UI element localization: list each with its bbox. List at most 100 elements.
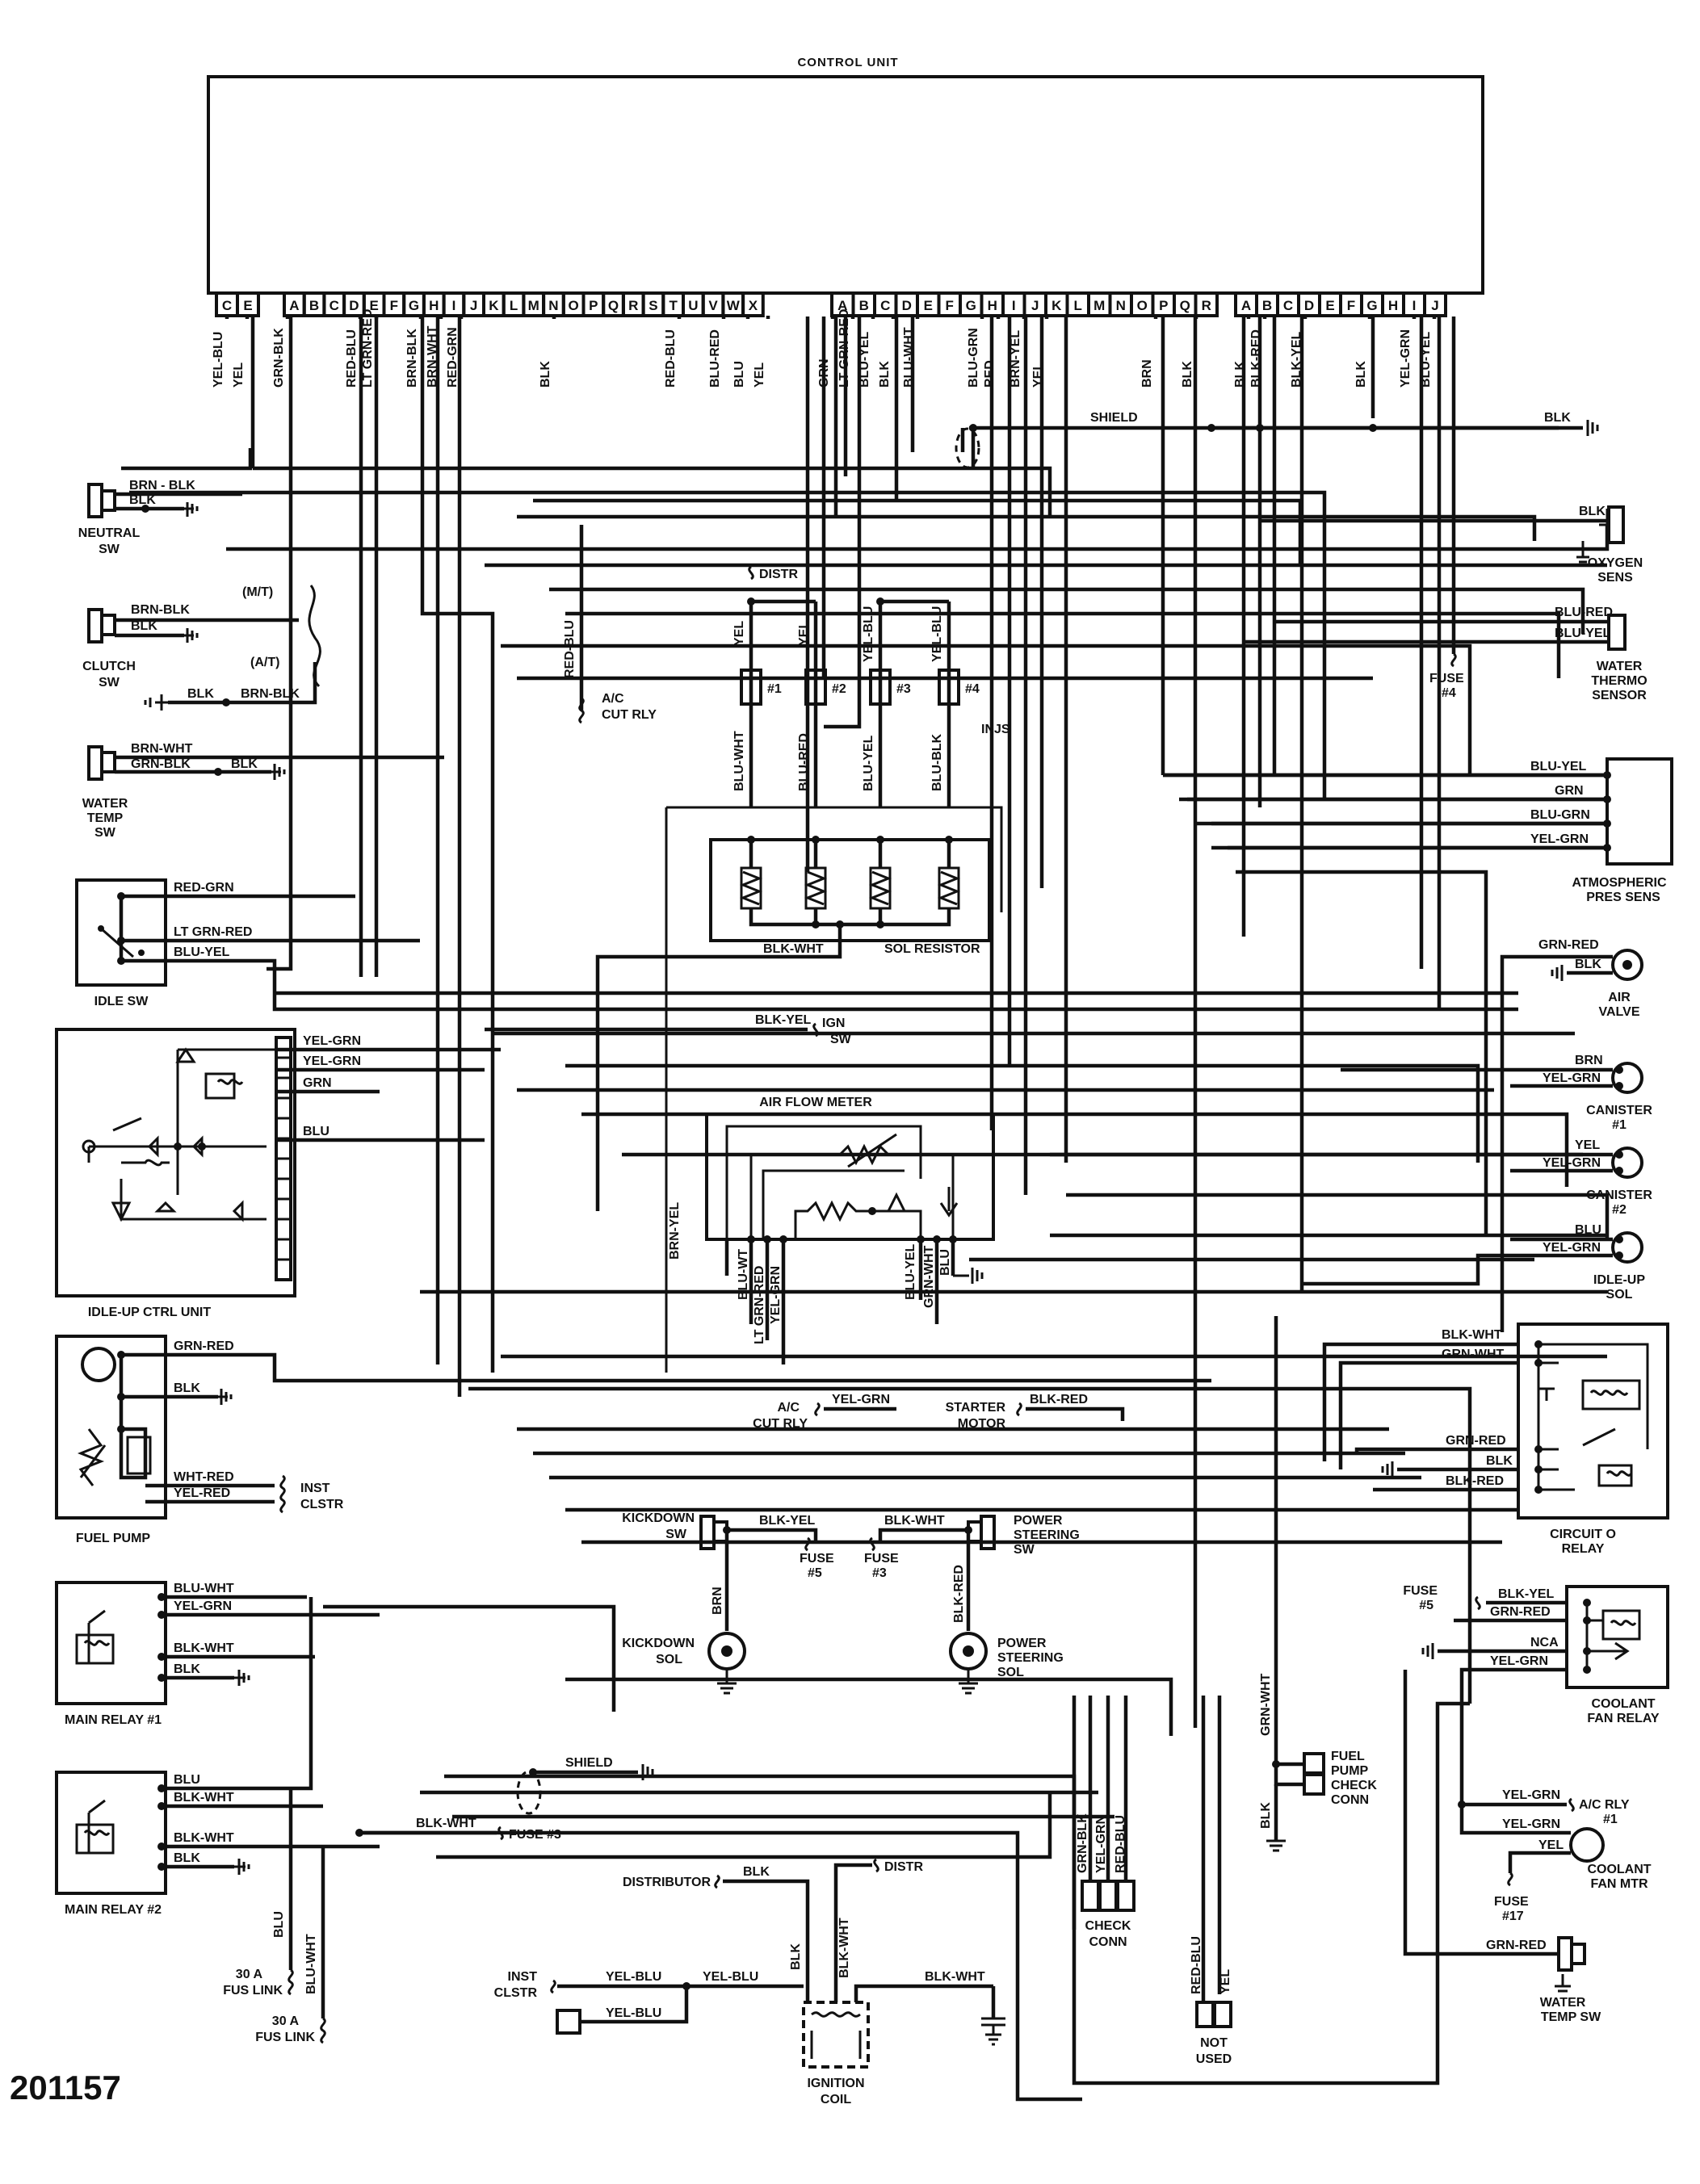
cu-wire-label: YEL	[753, 363, 766, 388]
svg-text:CHECK: CHECK	[1331, 1779, 1377, 1792]
iuc-wire-3: GRN	[303, 1076, 332, 1090]
svg-text:KICKDOWN: KICKDOWN	[622, 1637, 695, 1650]
iuc-wire-1: YEL-GRN	[303, 1034, 361, 1048]
afm-wire-4: YEL-GRN	[769, 1266, 783, 1324]
cfr-wire-4: YEL-GRN	[1490, 1654, 1548, 1668]
svg-text:STEERING: STEERING	[1014, 1528, 1080, 1542]
not-used-connector: RED-BLU YEL NOT USED	[1190, 1936, 1232, 2066]
wts-wire-2: BLU-YEL	[1555, 627, 1611, 640]
svg-text:CANISTER: CANISTER	[1586, 1188, 1652, 1202]
wtemp-wire-1: BRN-WHT	[131, 742, 193, 756]
cu1-pin-label: T	[669, 298, 678, 313]
fp-wire-4: YEL-RED	[174, 1486, 230, 1500]
svg-text:CUT RLY: CUT RLY	[753, 1417, 808, 1431]
cu1-pin-label: C	[222, 298, 232, 313]
cu2-pin-label: Q	[1180, 298, 1190, 313]
inj-name-4: #4	[965, 682, 980, 696]
cu2-pin-label: L	[1074, 298, 1082, 313]
inst-wire-2: YEL-BLU	[703, 1970, 758, 1984]
ignition-coil: BLK BLK-WHT BLK-WHT IGNITION COIL	[789, 1918, 1005, 2106]
svg-text:CLUTCH: CLUTCH	[82, 660, 136, 673]
inj-top-3: YEL-BLU	[862, 606, 875, 662]
svg-text:FUSE: FUSE	[864, 1552, 899, 1566]
idle-switch: RED-GRN LT GRN-RED BLU-YEL IDLE SW	[75, 878, 1518, 1012]
cu-wire-label: RED-GRN	[446, 327, 460, 388]
idle-wire-3: BLU-YEL	[174, 945, 230, 959]
check-connector: GRN-BLK YEL-GRN RED-BLU CHECK CONN	[1076, 1696, 1135, 1949]
svg-text:TEMP: TEMP	[87, 811, 124, 825]
cu3-pin-label: B	[1262, 298, 1272, 313]
iuc-wire-2: YEL-GRN	[303, 1054, 361, 1068]
svg-text:SW: SW	[99, 676, 120, 690]
cu1-pin-label: L	[510, 298, 518, 313]
iuc-title: IDLE-UP CTRL UNIT	[88, 1306, 212, 1319]
svg-text:SENSOR: SENSOR	[1592, 689, 1647, 702]
svg-text:#3: #3	[872, 1566, 887, 1580]
wtemp-wire-2: GRN-BLK	[131, 757, 191, 771]
afm-wire-2: BLU-WT	[737, 1249, 750, 1300]
cu1-pin-label: V	[708, 298, 718, 313]
svg-text:AIR: AIR	[1608, 991, 1631, 1004]
mr1-wire-2: YEL-GRN	[174, 1599, 232, 1613]
cc-wire-1: GRN-BLK	[1076, 1813, 1089, 1873]
svg-text:CUT RLY: CUT RLY	[602, 708, 657, 722]
cu2-pin-label: M	[1093, 298, 1105, 313]
can2-wire-2: YEL-GRN	[1543, 1156, 1601, 1170]
o2-wire: BLK	[1579, 505, 1606, 518]
inj-name-2: #2	[832, 682, 846, 696]
cu-wire-label: BLU	[732, 361, 746, 388]
cu1-pin-label: N	[548, 298, 558, 313]
afm-wire-1: BRN-YEL	[668, 1202, 682, 1260]
cfm-wire-1: YEL-GRN	[1502, 1817, 1560, 1831]
cor-wire-1: BLK-WHT	[1442, 1328, 1502, 1342]
cu2-pin-label: F	[946, 298, 954, 313]
coolant-fan-motor: YEL-GRN YEL FUSE #17 COOLANT FAN MTR	[1459, 1817, 1652, 1923]
afm-title: AIR FLOW METER	[759, 1096, 872, 1109]
can1-wire-1: BRN	[1575, 1054, 1603, 1067]
svg-text:WATER: WATER	[82, 797, 128, 811]
control-unit-title: CONTROL UNIT	[797, 56, 898, 69]
av-wire-2: BLK	[1575, 958, 1601, 971]
svg-text:#1: #1	[1603, 1813, 1618, 1826]
cc-wire-2: YEL-GRN	[1094, 1815, 1108, 1873]
svg-text:#17: #17	[1502, 1909, 1524, 1923]
inj-bot-4: BLU-BLK	[930, 733, 944, 791]
solres-title: SOL RESISTOR	[884, 942, 980, 956]
at-wire-2: BRN-BLK	[241, 687, 300, 701]
at-wire-1: BLK	[187, 687, 214, 701]
cu-wire-label: BLK	[1181, 361, 1194, 388]
idle-up-solenoid: BLU YEL-GRN IDLE-UP SOL	[1300, 1223, 1645, 1302]
fp-wire-1: GRN-RED	[174, 1339, 234, 1353]
ign-switch: BLK-YEL IGN SW	[485, 1013, 852, 1046]
wts-wire-1: BLU-RED	[1555, 606, 1613, 619]
svg-text:FUEL: FUEL	[1331, 1750, 1365, 1763]
svg-text:CHECK: CHECK	[1085, 1919, 1131, 1933]
shield-top-text: SHIELD	[1090, 411, 1138, 425]
kickdown-switch: BLK-YEL KICKDOWN SW FUSE #5	[622, 1511, 834, 1631]
inj-top-4: YEL-BLU	[930, 606, 944, 662]
svg-text:SW: SW	[99, 543, 120, 556]
cu3-pin-label: D	[1304, 298, 1314, 313]
neutral-wire-2: BLK	[129, 493, 156, 507]
cu1-pin-label: Q	[608, 298, 619, 313]
svg-text:COOLANT: COOLANT	[1591, 1697, 1655, 1711]
svg-text:CANISTER: CANISTER	[1586, 1104, 1652, 1117]
cu-wire-label: BRN-YEL	[1009, 330, 1022, 388]
av-wire-1: GRN-RED	[1538, 938, 1599, 952]
cu-wire-label: BRN-BLK	[405, 329, 419, 388]
iuc-wire-4: BLU	[303, 1125, 330, 1138]
water-temp-switch: BRN-WHT GRN-BLK BLK WATER TEMP SW	[82, 742, 444, 840]
cor-wire-5: BLK-RED	[1446, 1474, 1504, 1488]
cu2-pin-label: H	[988, 298, 997, 313]
cu2-pin-label: N	[1116, 298, 1126, 313]
cfm-wire-2: YEL	[1538, 1838, 1564, 1852]
svg-text:SENS: SENS	[1597, 571, 1633, 585]
svg-text:FUSE: FUSE	[1403, 1584, 1438, 1598]
ic-wire-1: BLK	[789, 1943, 803, 1970]
svg-text:STEERING: STEERING	[997, 1651, 1064, 1665]
ign-wire: BLK-YEL	[755, 1013, 812, 1027]
can1-wire-2: YEL-GRN	[1543, 1071, 1601, 1085]
main-relay-1: BLU-WHT YEL-GRN BLK-WHT BLK MAIN RELAY #…	[55, 1581, 380, 1727]
cu-wire-label: YEL	[232, 363, 246, 388]
